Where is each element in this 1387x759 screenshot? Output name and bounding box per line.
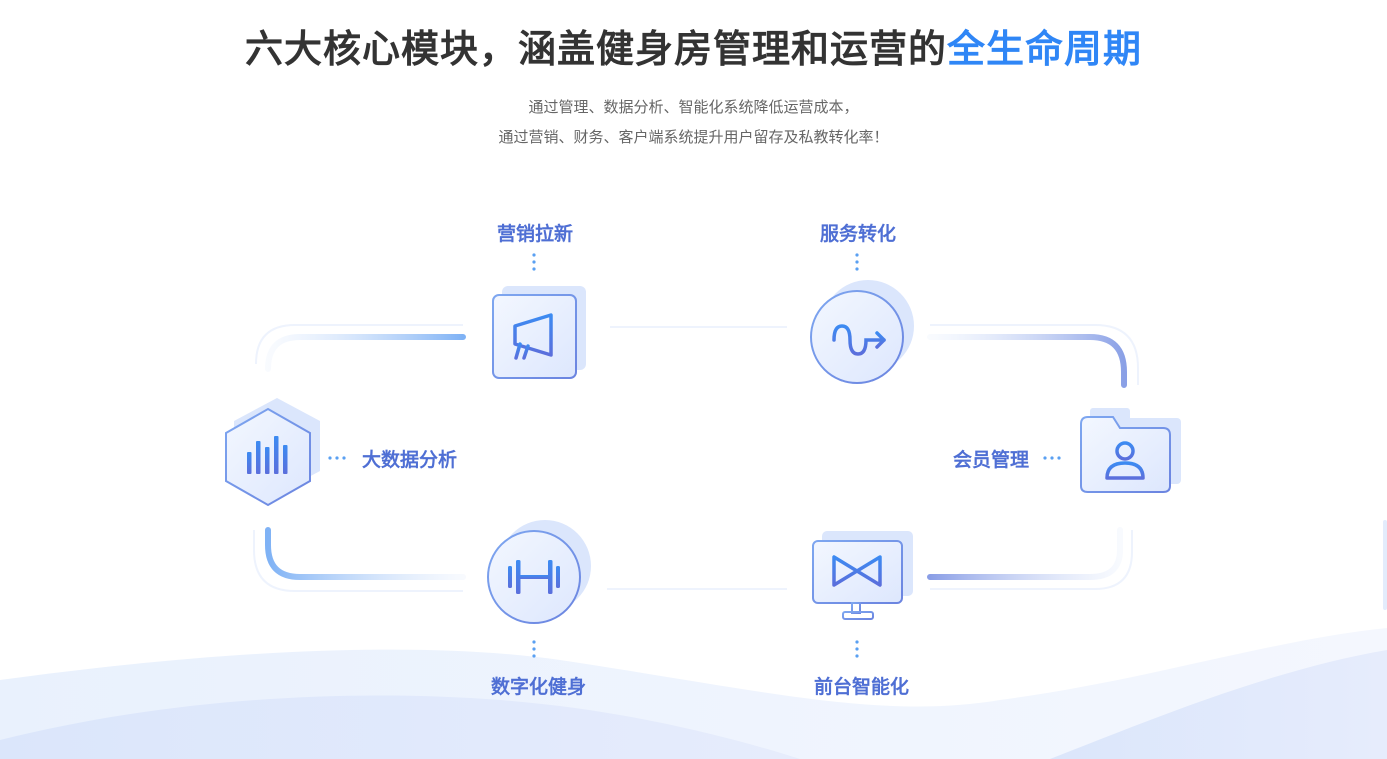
module-label-front-desk: 前台智能化 bbox=[814, 676, 910, 698]
page-title: 六大核心模块，涵盖健身房管理和运营的全生命周期 bbox=[0, 18, 1387, 73]
module-label-marketing: 营销拉新 bbox=[497, 223, 574, 245]
title-highlight: 全生命周期 bbox=[947, 27, 1143, 71]
conversion-arrow-icon bbox=[810, 280, 914, 384]
module-label-data-analysis: 大数据分析 bbox=[362, 449, 458, 471]
title-prefix: 六大核心模块，涵盖健身房管理和运营的 bbox=[244, 27, 947, 71]
user-folder-icon bbox=[1080, 408, 1181, 493]
connector-bottom-middle bbox=[604, 574, 790, 590]
connector-top-left bbox=[255, 324, 466, 372]
bar-chart-icon bbox=[225, 398, 320, 507]
connector-top-middle bbox=[607, 326, 790, 340]
monitor-icon bbox=[812, 531, 913, 620]
module-label-digital-fitness: 数字化健身 bbox=[491, 676, 587, 698]
connector-top-right bbox=[927, 324, 1139, 388]
dumbbell-icon bbox=[487, 520, 591, 624]
module-label-member: 会员管理 bbox=[953, 449, 1030, 471]
connector-bottom-left bbox=[253, 527, 466, 592]
module-label-service: 服务转化 bbox=[820, 223, 897, 245]
subtitle-line-1: 通过管理、数据分析、智能化系统降低运营成本， bbox=[528, 98, 859, 116]
dotted-leaders bbox=[328, 253, 1061, 658]
megaphone-icon bbox=[492, 286, 586, 379]
connector-bottom-right bbox=[927, 527, 1133, 590]
subtitle-line-2: 通过营销、财务、客户端系统提升用户留存及私教转化率！ bbox=[498, 128, 889, 146]
